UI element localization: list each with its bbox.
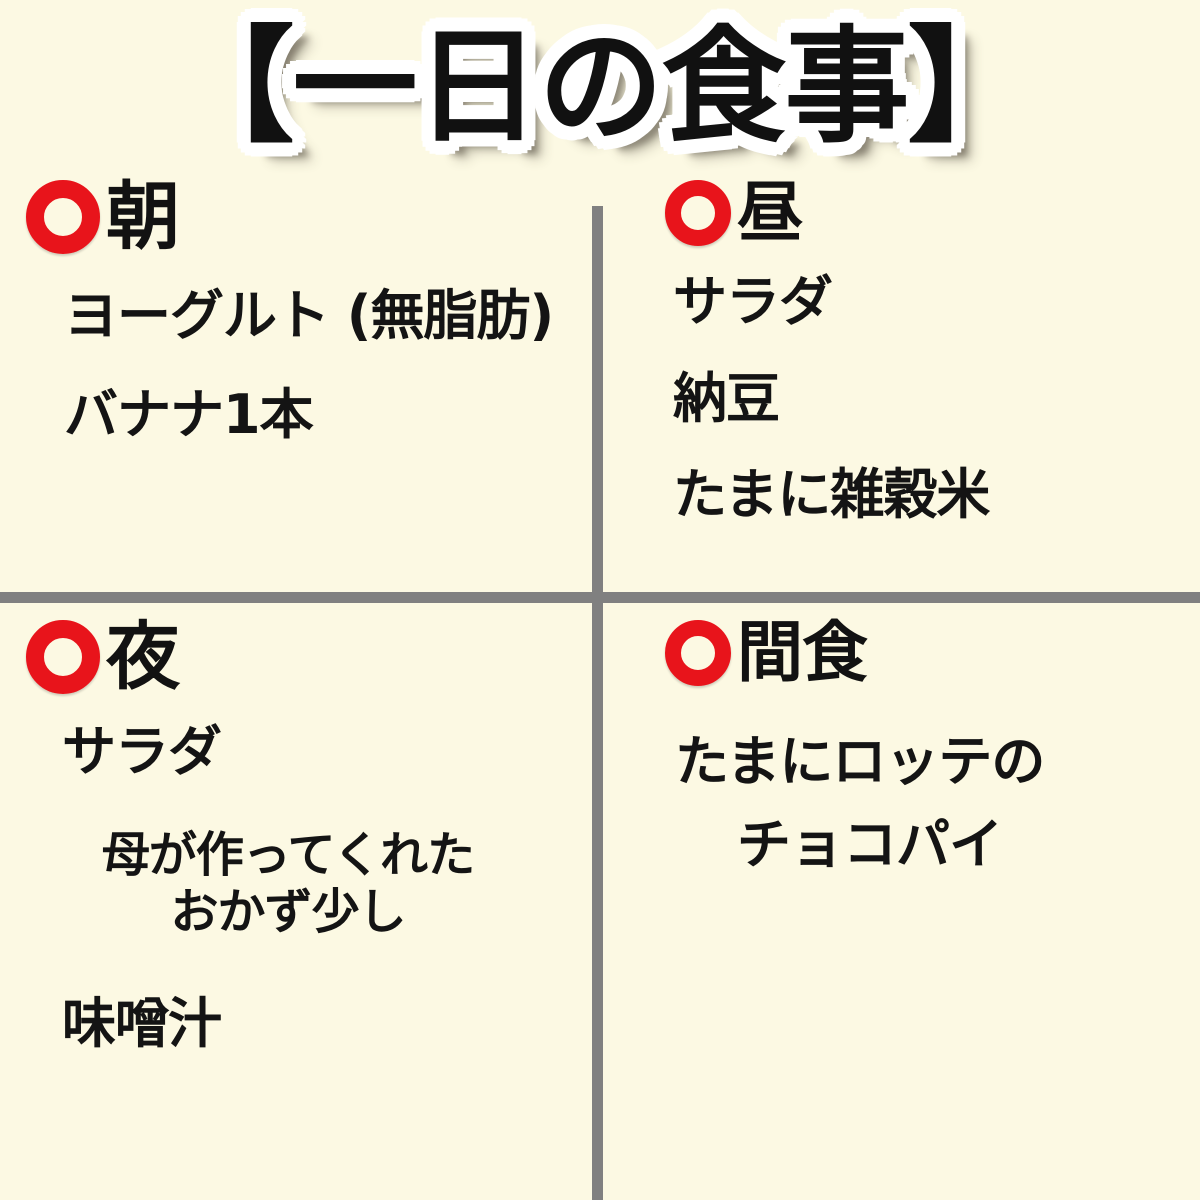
- list-item: たまに雑穀米: [673, 463, 990, 527]
- horizontal-divider: [0, 592, 1200, 603]
- list-item: サラダ: [62, 720, 222, 783]
- section-lunch: 昼 サラダ 納豆 たまに雑穀米: [603, 180, 1200, 592]
- section-snack-items: たまにロッテの チョコパイ: [661, 730, 1192, 876]
- section-snack-label: 間食: [737, 614, 868, 691]
- list-item: 味噌汁: [62, 991, 222, 1055]
- section-morning-label: 朝: [106, 174, 180, 260]
- section-dinner: 夜 サラダ 母が作ってくれた おかず少し 味噌汁: [0, 620, 592, 1200]
- red-circle-icon: [665, 180, 731, 246]
- red-circle-icon: [26, 180, 100, 254]
- section-morning: 朝 ヨーグルト (無脂肪) バナナ1本: [0, 180, 592, 592]
- list-item: バナナ1本: [64, 382, 314, 446]
- section-lunch-items: サラダ 納豆 たまに雑穀米: [661, 270, 1192, 527]
- title-container: 【一日の食事】: [0, 14, 1200, 194]
- list-item: たまにロッテの: [675, 730, 1045, 793]
- list-item: サラダ: [673, 270, 833, 333]
- list-item: チョコパイ: [737, 812, 1003, 876]
- list-item: ヨーグルト (無脂肪): [64, 284, 554, 347]
- section-morning-header: 朝: [26, 180, 584, 254]
- section-morning-items: ヨーグルト (無脂肪) バナナ1本: [26, 284, 584, 446]
- list-item: 母が作ってくれた おかず少し: [101, 826, 475, 941]
- section-snack: 間食 たまにロッテの チョコパイ: [603, 620, 1200, 1200]
- section-dinner-header: 夜: [26, 620, 584, 694]
- section-dinner-items: サラダ 母が作ってくれた おかず少し 味噌汁: [26, 720, 584, 1055]
- section-dinner-label: 夜: [106, 614, 180, 700]
- red-circle-icon: [665, 620, 731, 686]
- red-circle-icon: [26, 620, 100, 694]
- page-title: 【一日の食事】: [169, 15, 1033, 160]
- list-item: 納豆: [673, 366, 780, 430]
- vertical-divider: [592, 206, 603, 1200]
- section-lunch-header: 昼: [665, 180, 1192, 246]
- section-lunch-label: 昼: [737, 174, 803, 251]
- section-snack-header: 間食: [665, 620, 1192, 686]
